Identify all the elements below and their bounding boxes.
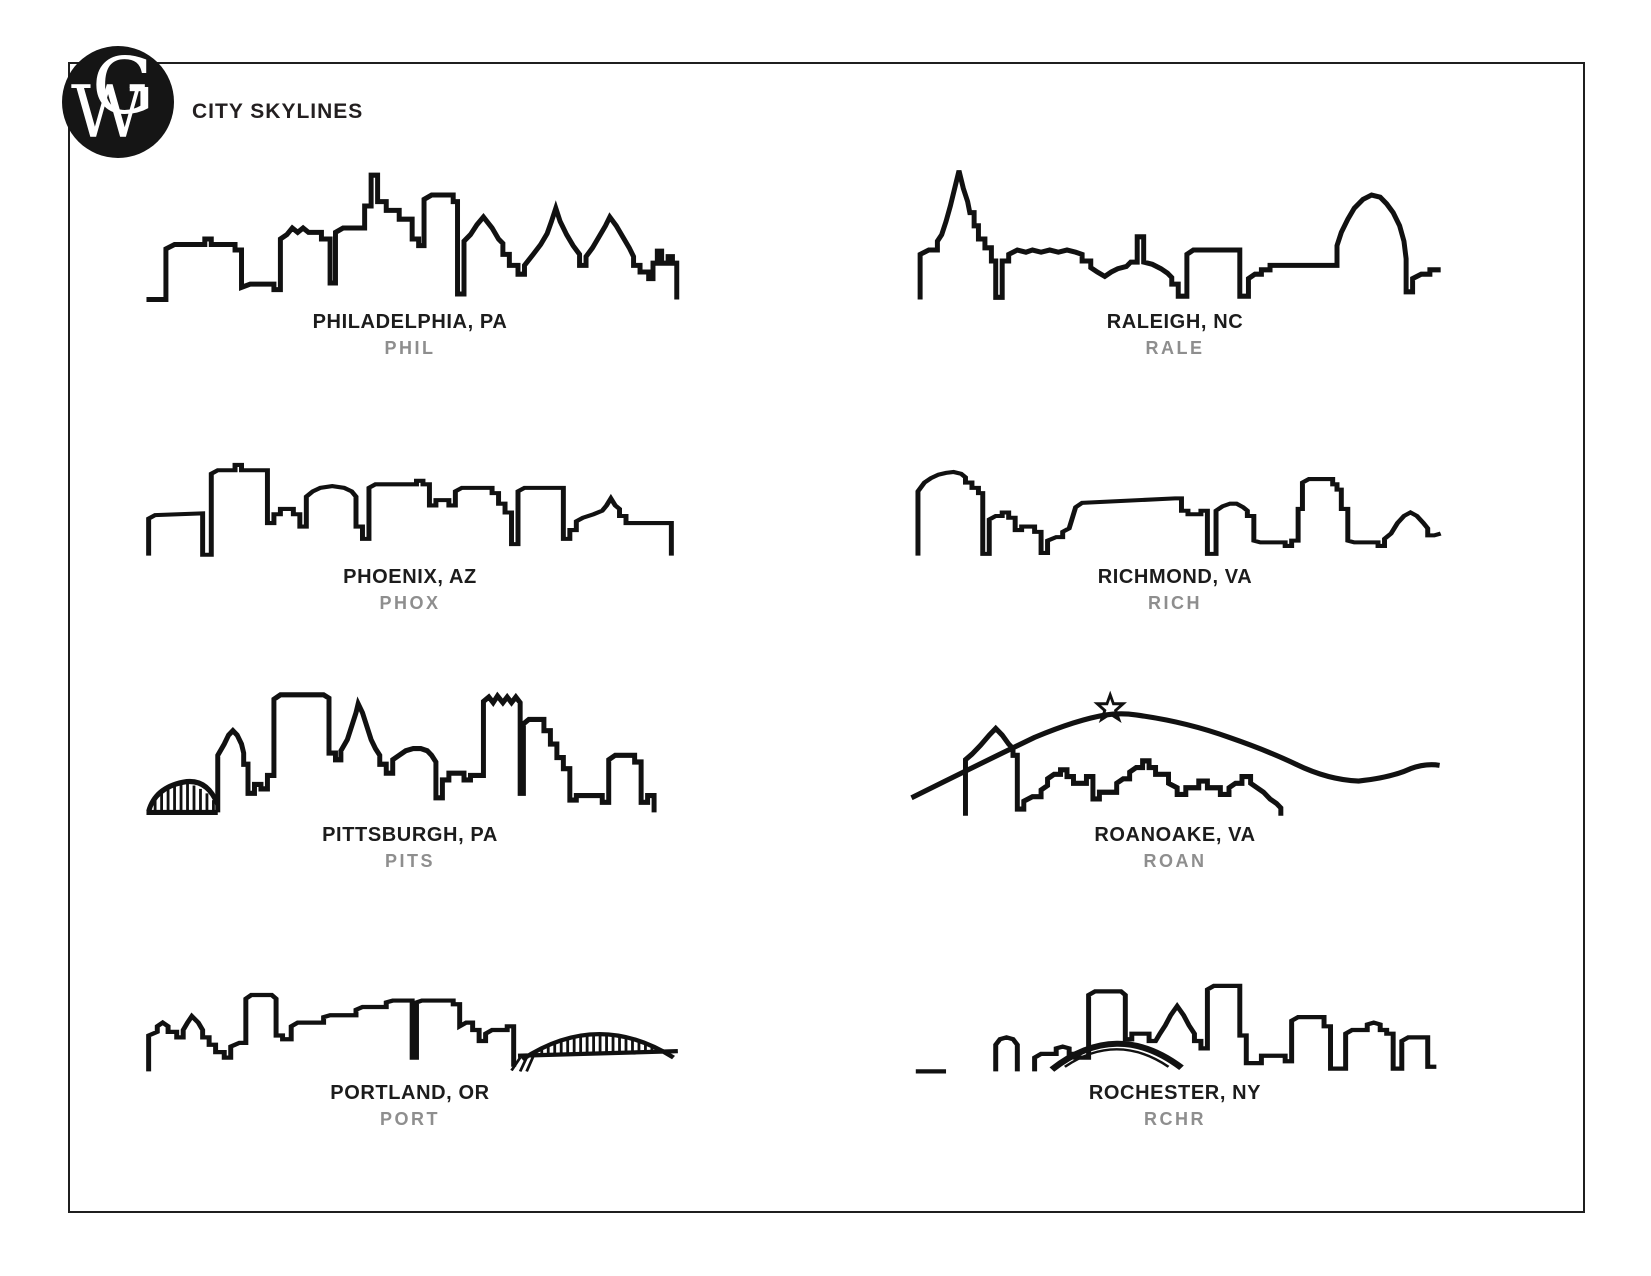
city-name: PORTLAND, OR bbox=[330, 1082, 490, 1104]
city-code: RICH bbox=[1148, 593, 1202, 613]
city-name: RICHMOND, VA bbox=[1097, 566, 1253, 588]
city-code: RCHR bbox=[1144, 1109, 1206, 1129]
skyline-phoenix-drawing bbox=[146, 462, 674, 557]
city-name: PHILADELPHIA, PA bbox=[312, 311, 508, 333]
page-title: CITY SKYLINES bbox=[192, 100, 364, 123]
city-card-philadelphia: PHILADELPHIA, PA PHIL bbox=[140, 140, 680, 359]
city-name: PHOENIX, AZ bbox=[343, 566, 477, 588]
skyline-philadelphia-drawing bbox=[146, 172, 680, 303]
city-card-pittsburgh: PITTSBURGH, PA PITS bbox=[140, 650, 680, 872]
city-card-rochester: ROCHESTER, NY RCHR bbox=[905, 938, 1445, 1130]
city-card-phoenix: PHOENIX, AZ PHOX bbox=[140, 428, 680, 614]
skyline-portland-drawing bbox=[146, 992, 678, 1072]
city-name: RALEIGH, NC bbox=[1106, 311, 1244, 333]
city-code: PHOX bbox=[379, 593, 441, 613]
city-code: ROAN bbox=[1143, 851, 1207, 871]
city-name: PITTSBURGH, PA bbox=[322, 824, 498, 846]
logo-letter-w: W bbox=[71, 70, 146, 154]
logo-letter-g: G bbox=[92, 42, 155, 132]
city-code: RALE bbox=[1145, 338, 1205, 358]
gw-logo-icon: G W bbox=[62, 42, 174, 158]
city-card-raleigh: RALEIGH, NC RALE bbox=[905, 140, 1445, 359]
city-name: ROCHESTER, NY bbox=[1088, 1082, 1262, 1104]
skyline-pittsburgh-drawing bbox=[146, 691, 657, 815]
skyline-roanoake-drawing bbox=[910, 690, 1440, 816]
skyline-richmond-drawing bbox=[915, 469, 1442, 556]
city-card-roanoake: ROANOAKE, VA ROAN bbox=[905, 650, 1445, 872]
city-code: PORT bbox=[379, 1109, 440, 1129]
city-card-portland: PORTLAND, OR PORT bbox=[140, 938, 680, 1130]
city-name: ROANOAKE, VA bbox=[1094, 824, 1256, 846]
skyline-raleigh-drawing bbox=[917, 170, 1441, 300]
city-card-richmond: RICHMOND, VA RICH bbox=[905, 428, 1445, 614]
city-code: PITS bbox=[384, 851, 435, 871]
city-code: PHIL bbox=[384, 338, 436, 358]
skyline-rochester-drawing bbox=[915, 983, 1437, 1074]
